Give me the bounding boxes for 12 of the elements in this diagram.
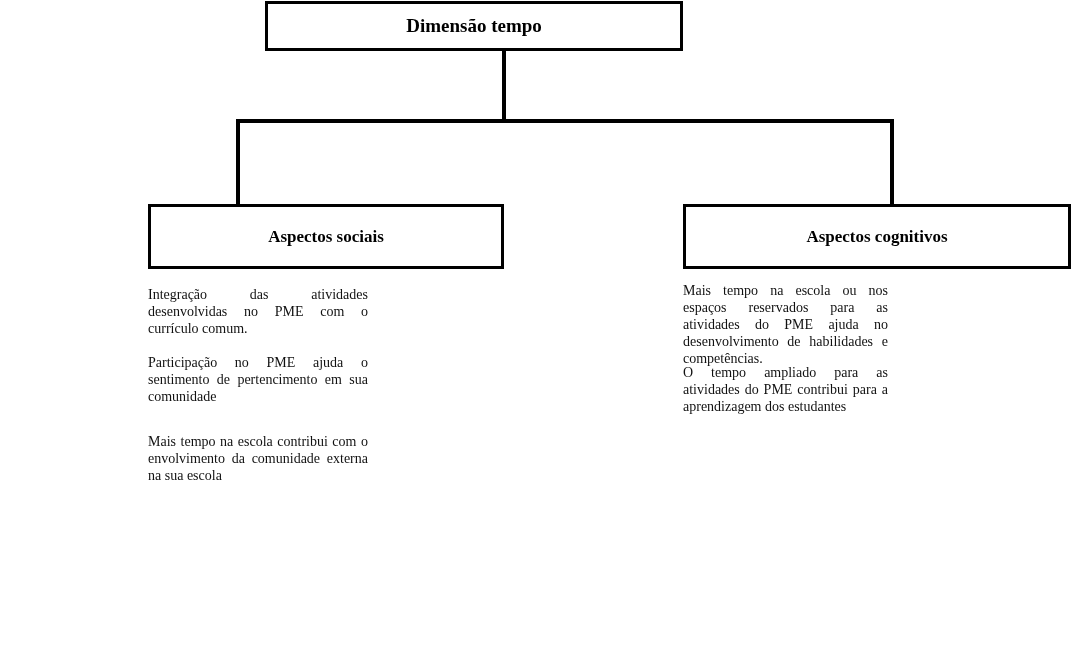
note-text: O tempo ampliado para as atividades do PME contribui para a aprendizagem dos estudantes xyxy=(683,365,888,415)
note-text: Mais tempo na escola ou nos espaços reservados para as atividades do PME ajuda no desenvolvimento de habilidades e competências. xyxy=(683,282,888,367)
note-text: Mais tempo na escola contribui com o envolvimento da comunidade externa na sua escola xyxy=(148,433,368,484)
heading-box xyxy=(265,1,683,51)
box-title: Aspectos sociais xyxy=(268,226,384,247)
box-title: Dimensão tempo xyxy=(406,15,542,37)
box-title: Aspectos cognitivos xyxy=(806,226,948,247)
note-text: Participação no PME ajuda o sentimento de pertencimento em sua comunidade xyxy=(148,354,368,405)
note-text: Integração das atividades desenvolvidas no PME com o currículo comum. xyxy=(148,286,368,337)
heading-box xyxy=(683,204,1071,269)
heading-box xyxy=(148,204,504,269)
connector-line xyxy=(502,51,894,204)
